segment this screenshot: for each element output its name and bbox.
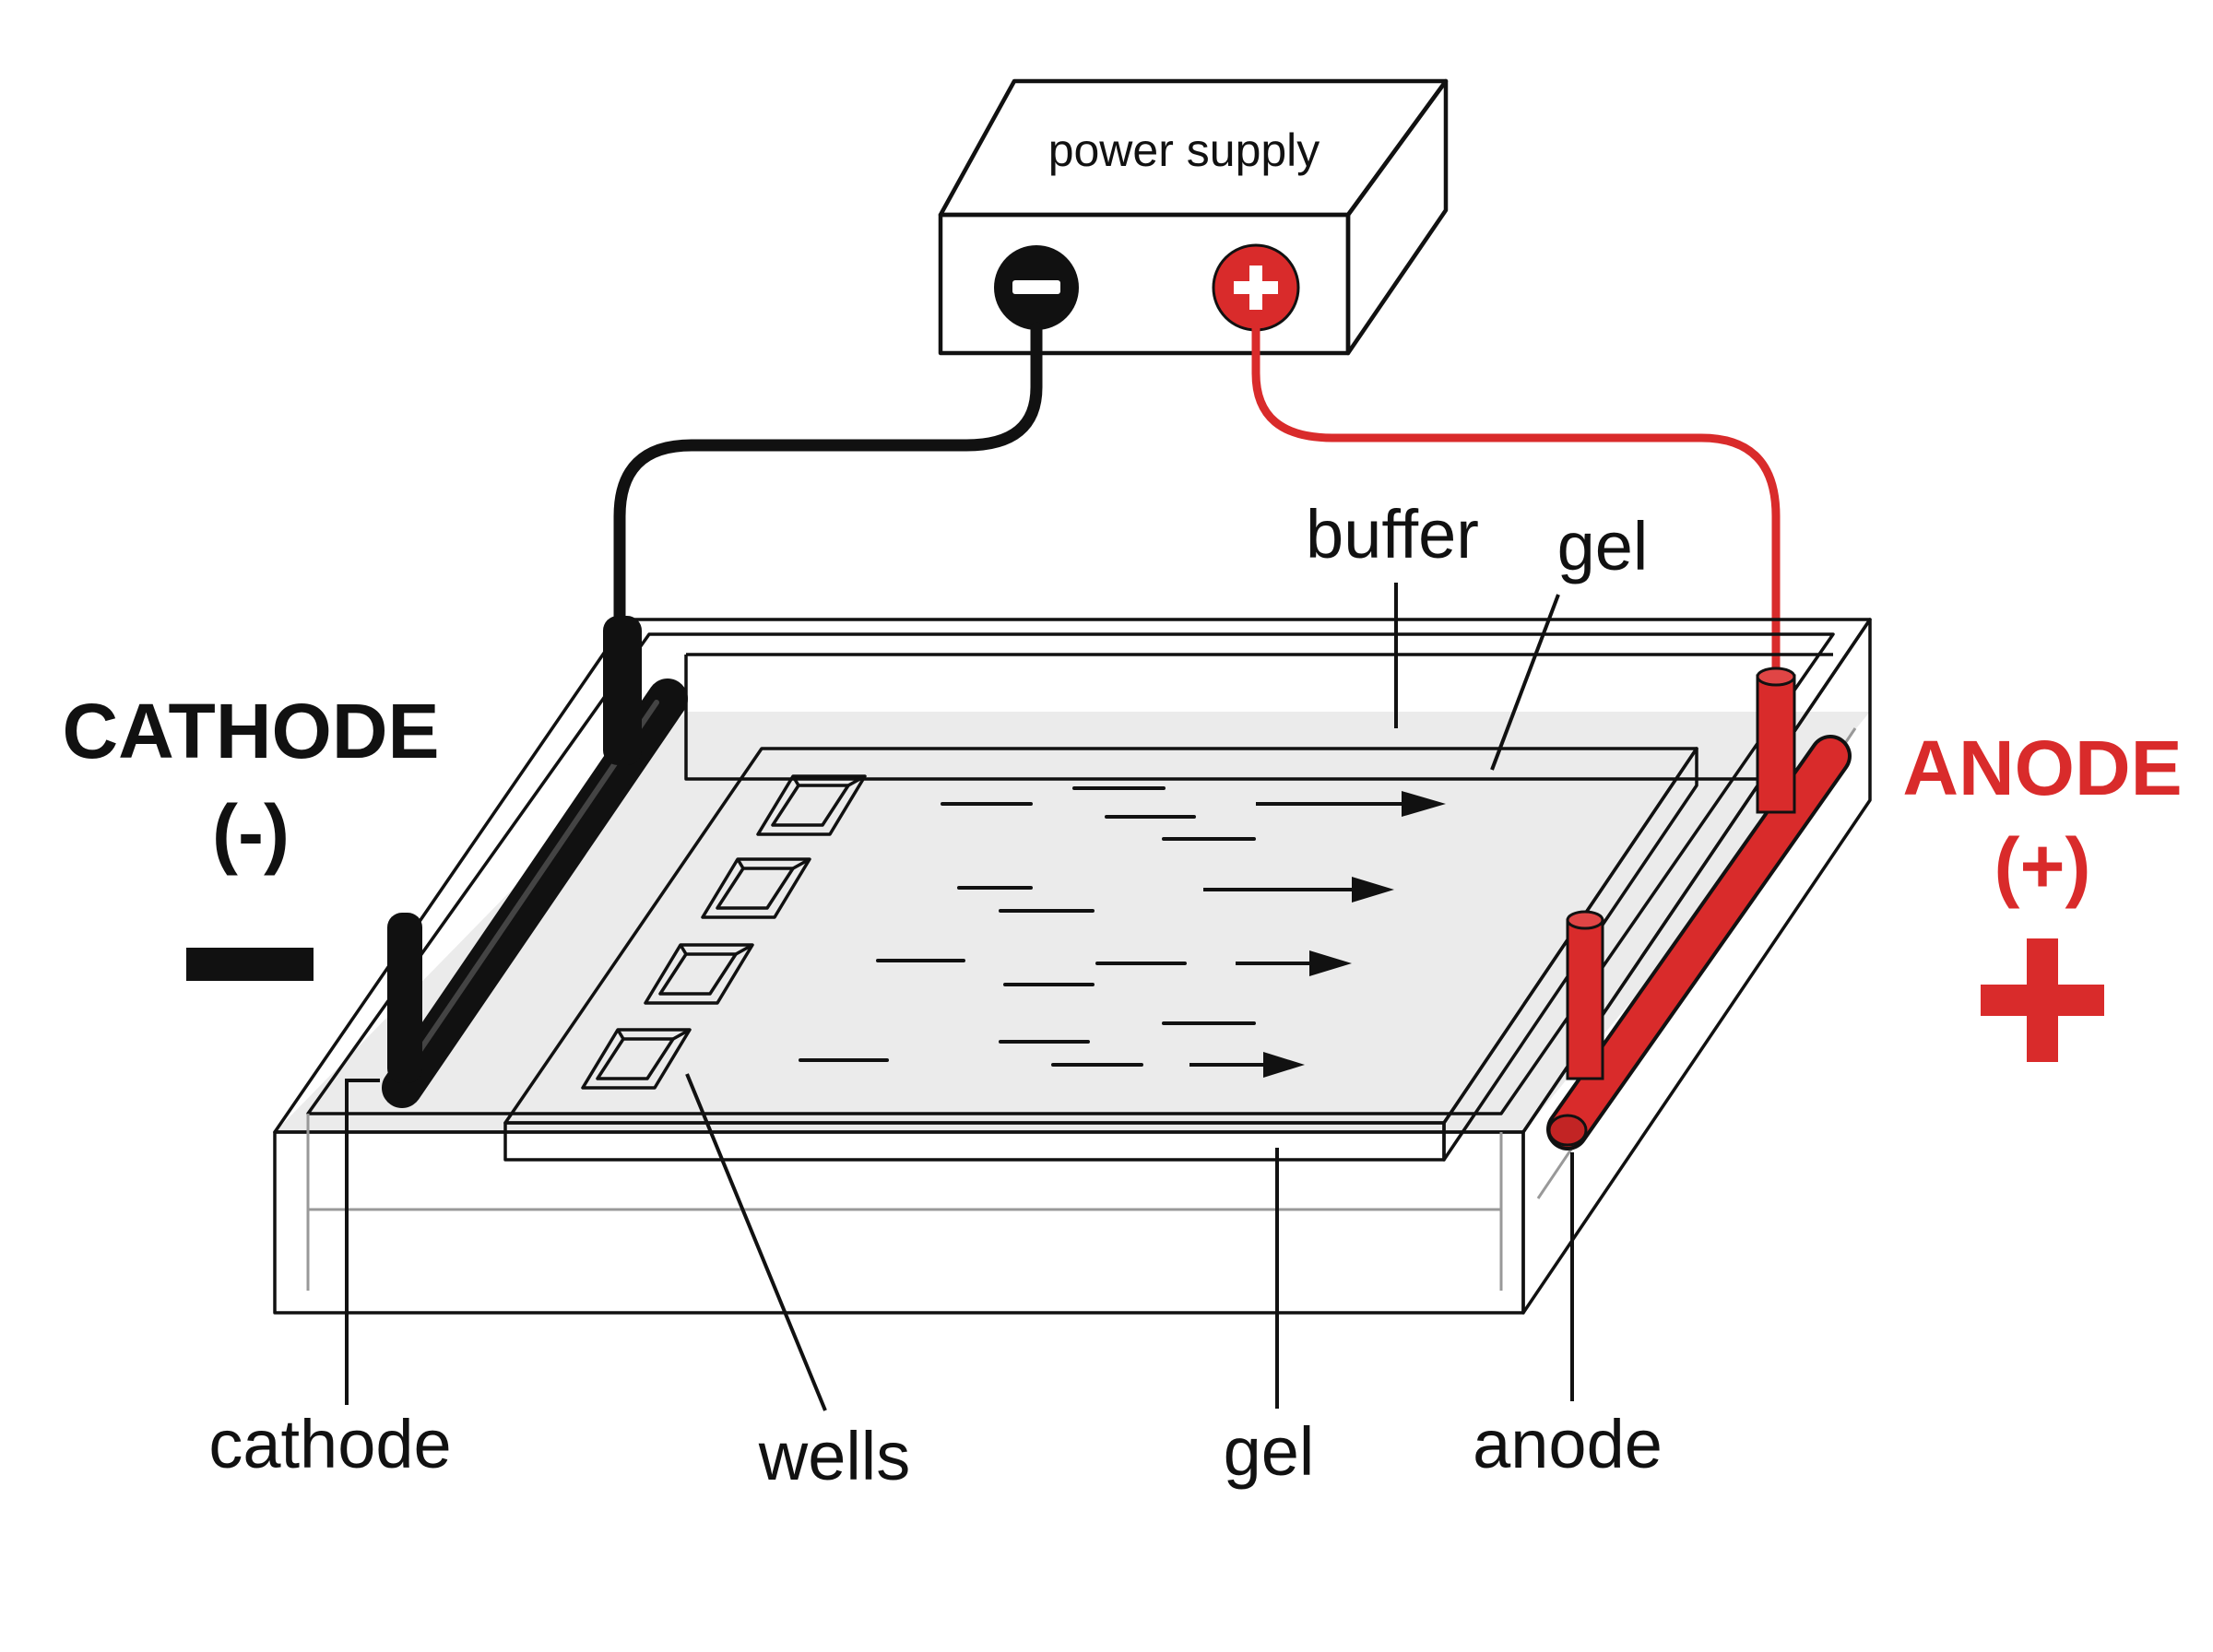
gel-slab — [503, 747, 1698, 1162]
cathode-electrode — [382, 616, 688, 1108]
anode-label: anode — [1473, 1406, 1663, 1482]
anode-title: ANODE — [1902, 725, 2182, 811]
arrow-right-icon — [1236, 950, 1352, 976]
minus-icon — [186, 948, 314, 981]
plus-icon — [1981, 938, 2104, 1062]
anode-electrode — [1546, 667, 1852, 1150]
power-supply-side-face — [1345, 78, 1449, 356]
cathode-sign: (-) — [212, 789, 290, 876]
buffer-solution — [275, 712, 1870, 1132]
tank-rim-inner — [306, 632, 1835, 1115]
wells — [581, 774, 867, 1090]
anode-sign: (+) — [1994, 822, 2091, 909]
well — [581, 1028, 692, 1090]
wells-label: wells — [758, 1418, 910, 1494]
cathode-title: CATHODE — [62, 688, 439, 774]
minus-circle-icon — [994, 245, 1079, 330]
arrow-right-icon — [1189, 1052, 1305, 1078]
gel-side-face — [1442, 747, 1698, 1162]
gel-bottom-label: gel — [1224, 1413, 1315, 1490]
power-supply: power supply — [938, 78, 1449, 356]
positive-wire — [1251, 324, 1781, 685]
plus-circle-icon — [1212, 243, 1300, 332]
power-supply-label: power supply — [1048, 124, 1320, 176]
dna-bands — [799, 786, 1256, 1067]
well — [701, 857, 811, 919]
negative-wire — [613, 322, 1043, 626]
arrow-right-icon — [1256, 791, 1446, 817]
well — [644, 943, 754, 1005]
cathode-side-label: CATHODE (-) — [62, 688, 440, 981]
gel-top-label: gel — [1557, 508, 1649, 584]
electrophoresis-tank — [273, 618, 1872, 1315]
well — [756, 774, 867, 836]
migration-arrows — [1189, 791, 1446, 1078]
buffer-label: buffer — [1306, 496, 1479, 572]
leader-lines — [345, 583, 1574, 1411]
power-supply-front-face — [938, 212, 1351, 356]
anode-side-label: ANODE (+) — [1902, 725, 2183, 1062]
arrow-right-icon — [1203, 877, 1394, 903]
cathode-label: cathode — [208, 1406, 451, 1482]
tank-right-wall — [1521, 618, 1872, 1315]
